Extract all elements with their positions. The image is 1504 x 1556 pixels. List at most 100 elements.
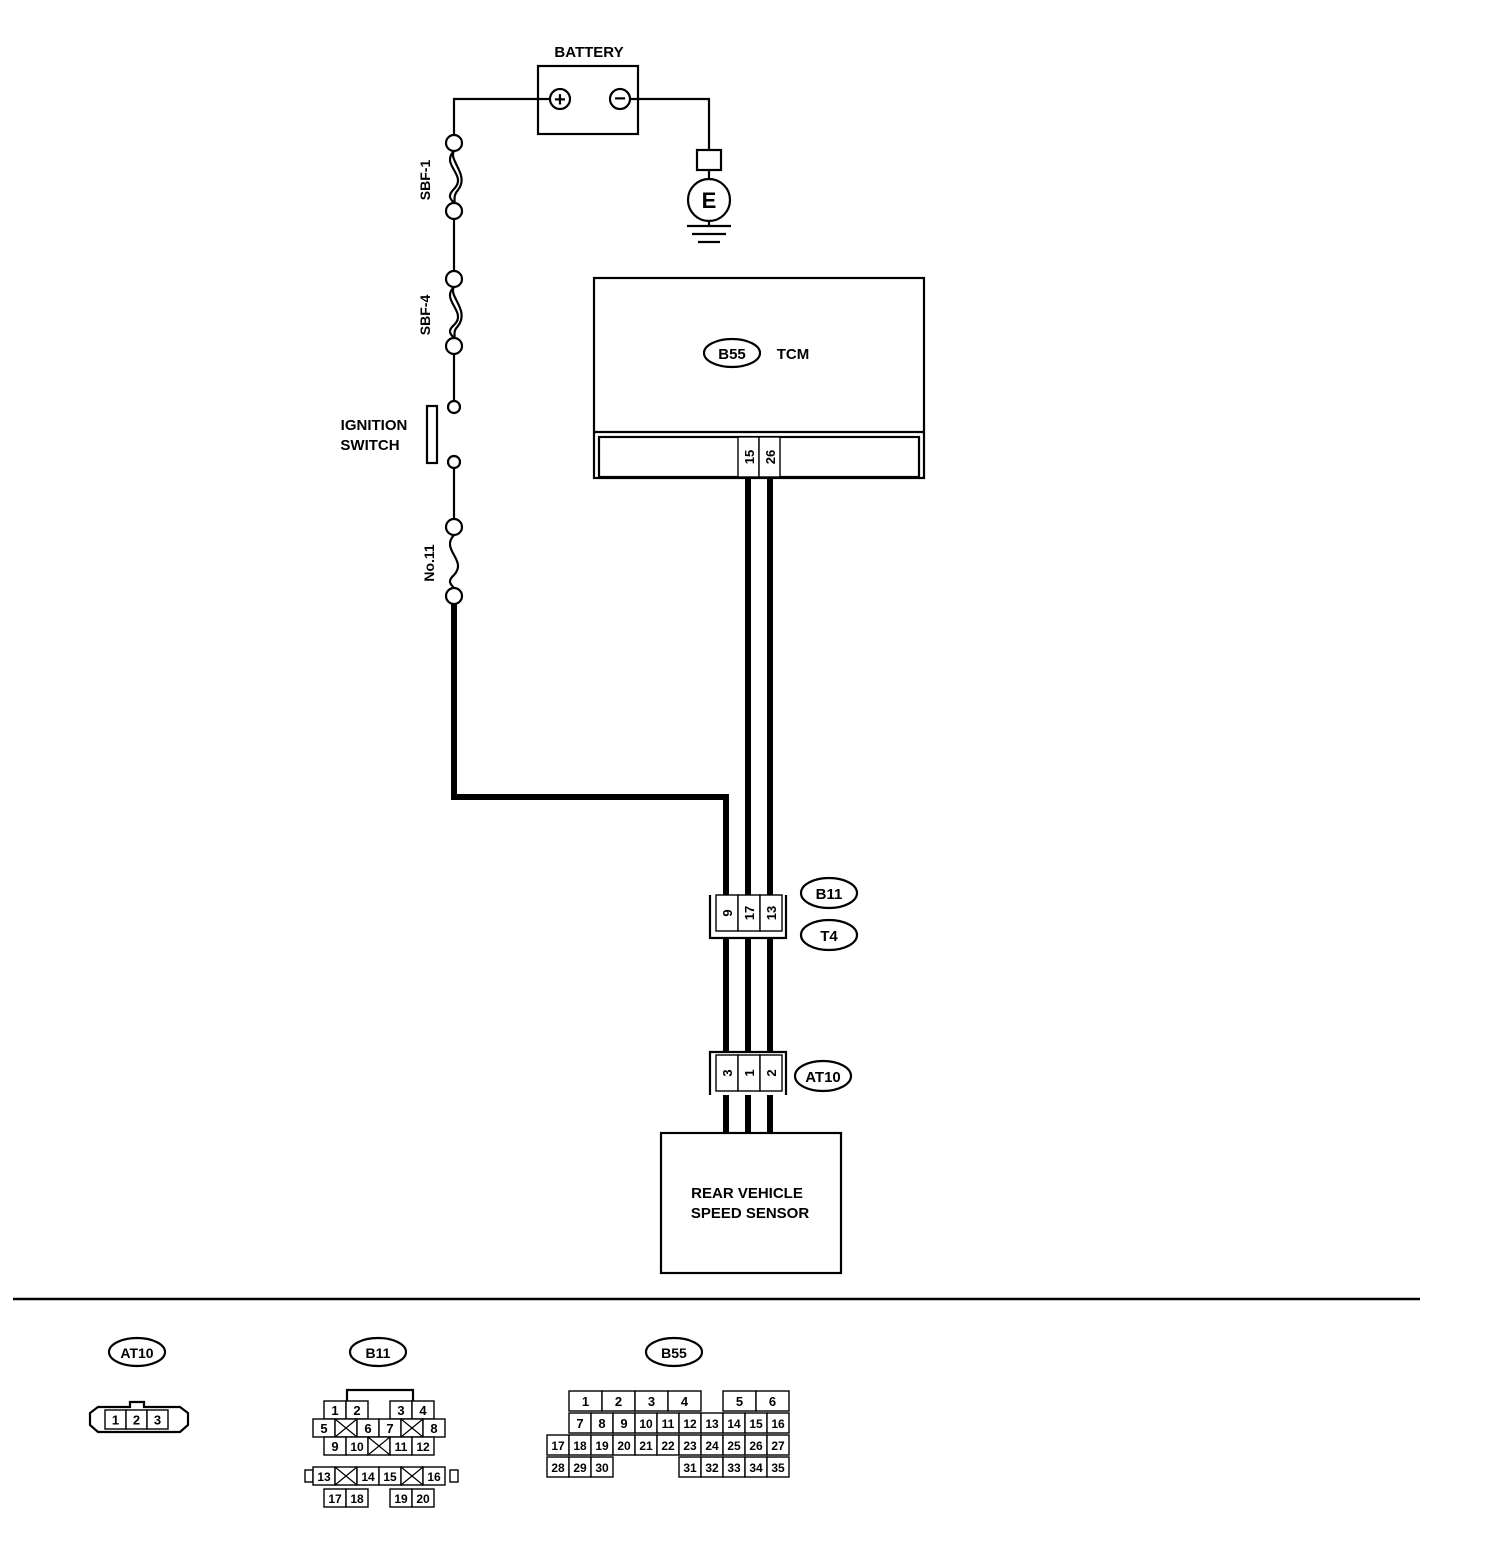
rear-vehicle-speed-sensor: REAR VEHICLE SPEED SENSOR (659, 1131, 843, 1275)
at10-pin-2: 2 (764, 1069, 779, 1076)
ignition-switch: IGNITION SWITCH (340, 399, 462, 470)
b11-badge: B11 (816, 886, 843, 903)
ground-label: E (702, 188, 717, 213)
b11-view-pin-1-label: 1 (331, 1403, 338, 1418)
tcm-pin-26: 26 (763, 450, 778, 464)
sensor-connector-at10: 3 1 2 AT10 (708, 1050, 853, 1095)
sensor-label-line1: REAR VEHICLE (691, 1185, 803, 1202)
at10-view-pin-2-label: 2 (133, 1413, 140, 1428)
b55-view-pin-34-label: 34 (749, 1461, 763, 1475)
b55-view-pin-23-label: 23 (683, 1439, 697, 1453)
b55-view-pin-4-label: 4 (681, 1394, 689, 1409)
b11-view-pin-15-label: 15 (383, 1470, 397, 1484)
b11-view-pin-3-label: 3 (397, 1403, 404, 1418)
at10-view-pin-3 (146, 1409, 169, 1430)
blank-cavity-mark (334, 1466, 358, 1486)
b11-view-pin-18 (345, 1488, 369, 1508)
b55-view-pin-7-label: 7 (576, 1416, 583, 1431)
fuse-no11: No.11 (421, 517, 464, 606)
ignition-switch-label-line1: IGNITION (341, 417, 408, 434)
b55-view-pin-4 (667, 1390, 702, 1412)
b55-view-pin-28-label: 28 (551, 1461, 565, 1475)
b11-view-pin-11-label: 11 (395, 1440, 408, 1454)
wire-fuse11-to-b11-pin9 (451, 604, 729, 895)
b55-view-pin-19-label: 19 (595, 1439, 609, 1453)
b11-view-pin-12 (411, 1436, 435, 1456)
b11-view-pin-20 (411, 1488, 435, 1508)
b55-view-pin-32-label: 32 (705, 1461, 719, 1475)
b55-view-pin-29-label: 29 (573, 1461, 587, 1475)
b11-view-pin-8-label: 8 (430, 1421, 437, 1436)
b55-view-pin-14-label: 14 (727, 1417, 741, 1431)
b11-view-pin-14-label: 14 (361, 1470, 375, 1484)
fuse-sbf-1: SBF-1 (417, 133, 464, 221)
battery: BATTERY + − (536, 44, 640, 136)
b55-view-pin-35-label: 35 (771, 1461, 785, 1475)
ignition-switch-label-line2: SWITCH (340, 437, 399, 454)
b55-view-pin-3-label: 3 (648, 1394, 655, 1409)
connector-view-b55-badge: B55 (661, 1345, 687, 1361)
b55-view-pin-16-label: 16 (771, 1417, 785, 1431)
b55-view-pin-30 (590, 1456, 614, 1478)
b55-view-pin-21-label: 21 (639, 1439, 653, 1453)
t4-badge: T4 (820, 928, 838, 945)
fuse-sbf-1-label: SBF-1 (417, 160, 433, 201)
battery-plus-terminal: + (554, 89, 566, 111)
blank-cavity-mark (367, 1436, 391, 1456)
b11-view-pin-10-label: 10 (350, 1440, 364, 1454)
b11-view-pin-19-label: 19 (394, 1492, 408, 1506)
at10-pin-1: 1 (742, 1069, 757, 1076)
b55-view-pin-15-label: 15 (749, 1417, 763, 1431)
tcm-pin-15: 15 (742, 450, 757, 464)
b55-view-pin-11-label: 11 (662, 1417, 675, 1431)
b11-view-pin-9-label: 9 (331, 1439, 338, 1454)
wire-battery-negative (630, 97, 711, 150)
at10-view-pin-1-label: 1 (112, 1413, 119, 1428)
b11-view-pin-7-label: 7 (386, 1421, 393, 1436)
tcm-module: B55 TCM 15 26 (592, 276, 926, 480)
b55-view-pin-25-label: 25 (727, 1439, 741, 1453)
b11-view-pin-16-label: 16 (427, 1470, 441, 1484)
at10-badge: AT10 (805, 1069, 841, 1086)
b11-pin-9: 9 (720, 909, 735, 916)
b55-view-pin-33-label: 33 (727, 1461, 741, 1475)
b55-view-pin-24-label: 24 (705, 1439, 719, 1453)
b11-view-pin-20-label: 20 (416, 1492, 430, 1506)
b11-pin-13: 13 (764, 906, 779, 920)
tcm-label: TCM (777, 346, 810, 363)
b55-view-pin-22-label: 22 (661, 1439, 675, 1453)
b55-view-pin-31-label: 31 (683, 1461, 697, 1475)
wire-battery-positive (452, 97, 550, 135)
b55-view-pin-8-label: 8 (598, 1416, 605, 1431)
b55-view-pin-1-label: 1 (582, 1394, 589, 1409)
sensor-label-line2: SPEED SENSOR (691, 1205, 810, 1222)
at10-view-pin-3-label: 3 (154, 1413, 161, 1428)
b55-view-pin-27-label: 27 (771, 1439, 785, 1453)
b11-view-pin-12-label: 12 (416, 1440, 430, 1454)
b55-view-pin-18-label: 18 (573, 1439, 587, 1453)
connector-view-at10-badge: AT10 (120, 1345, 153, 1361)
b11-view-pin-18-label: 18 (350, 1492, 364, 1506)
b55-view-pin-6-label: 6 (769, 1394, 776, 1409)
b55-view-pin-20-label: 20 (617, 1439, 631, 1453)
joint-connector-b11-t4: 9 17 13 B11 T4 (708, 876, 859, 952)
b55-view-pin-17-label: 17 (551, 1439, 565, 1453)
fuse-sbf-4: SBF-4 (417, 269, 464, 356)
b55-view-pin-10-label: 10 (639, 1417, 653, 1431)
tcm-connector-badge: B55 (718, 346, 746, 363)
b55-view-pin-27 (766, 1434, 790, 1456)
b55-view-pin-2-label: 2 (615, 1394, 622, 1409)
b11-view-pin-13-label: 13 (317, 1470, 331, 1484)
b55-view-pin-30-label: 30 (595, 1461, 609, 1475)
fuse-sbf-4-label: SBF-4 (417, 295, 433, 336)
ground-symbol: E (686, 148, 732, 244)
battery-minus-terminal: − (614, 88, 626, 110)
blank-cavity-mark (334, 1418, 358, 1438)
b55-view-pin-12-label: 12 (683, 1417, 697, 1431)
b55-view-pin-26-label: 26 (749, 1439, 763, 1453)
b55-view-pin-13-label: 13 (705, 1417, 719, 1431)
b11-pin-17: 17 (742, 906, 757, 920)
